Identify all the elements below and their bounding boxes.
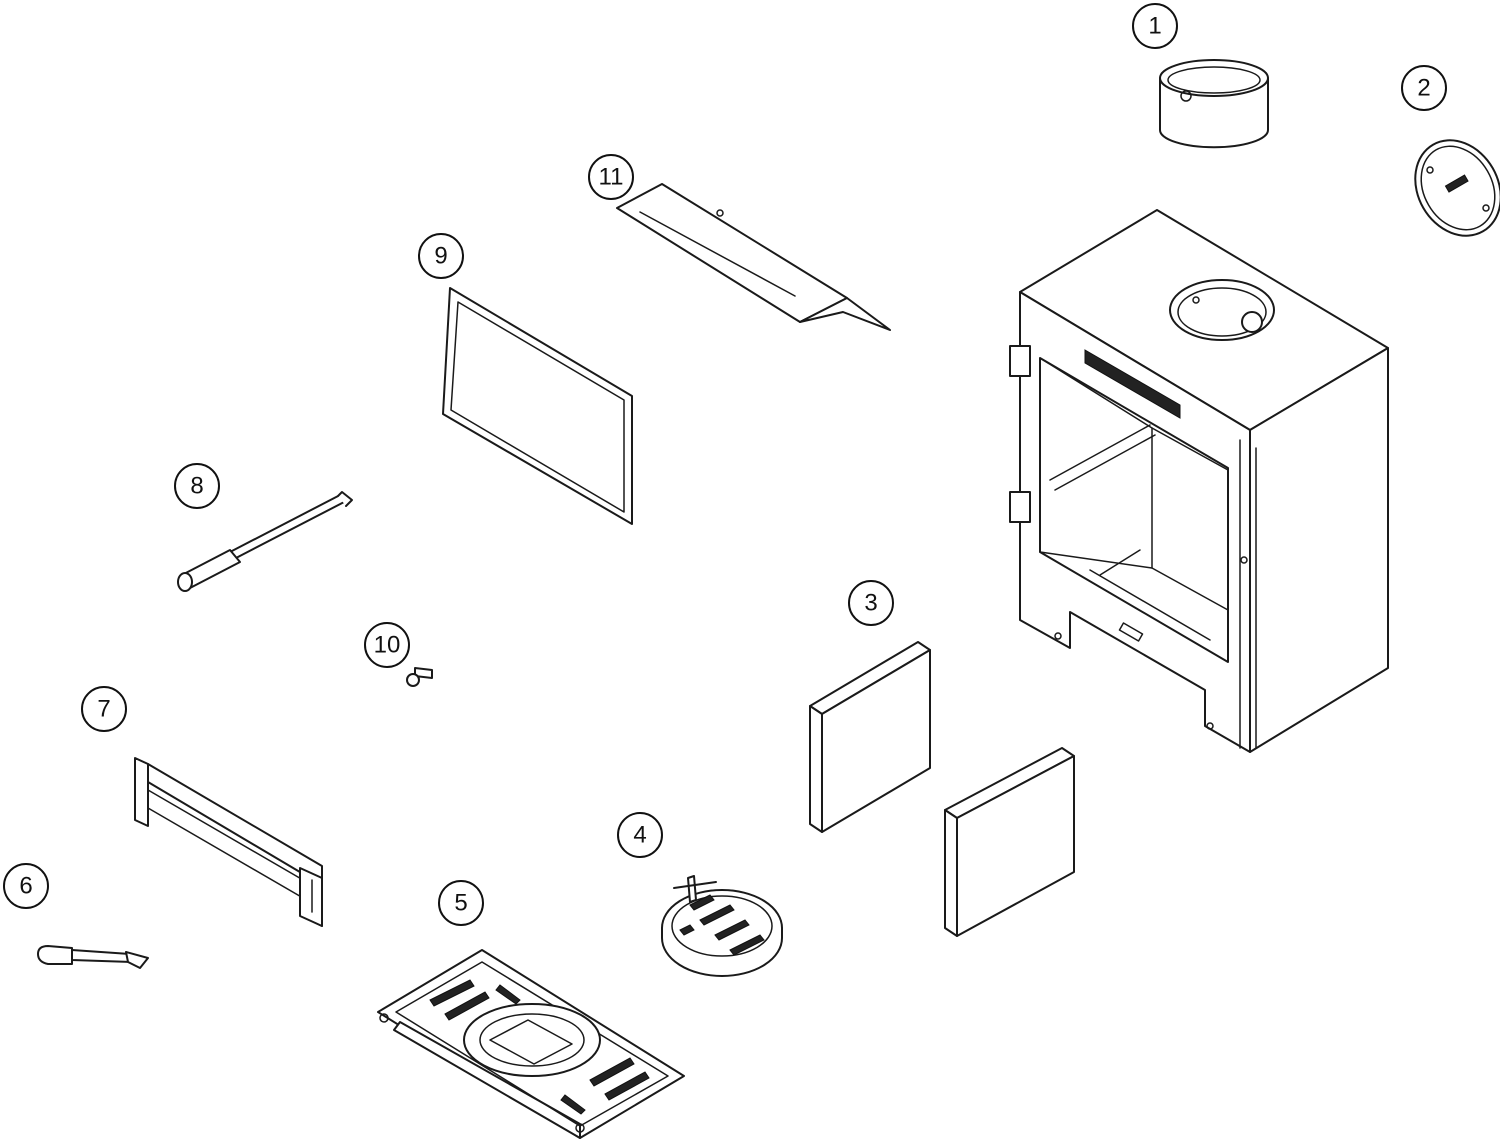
callout-7-label: 7 <box>97 696 110 723</box>
part-5-grate-base <box>377 949 685 1139</box>
callout-1: 1 <box>1132 3 1178 49</box>
part-7-log-guard <box>134 757 323 927</box>
part-10-screw <box>406 667 433 687</box>
part-11-baffle <box>616 183 891 331</box>
callout-10: 10 <box>364 622 410 668</box>
callout-2: 2 <box>1401 65 1447 111</box>
callout-4-label: 4 <box>633 822 646 849</box>
callout-6: 6 <box>3 863 49 909</box>
callout-1-label: 1 <box>1148 13 1161 40</box>
callout-2-label: 2 <box>1417 75 1430 102</box>
callout-4: 4 <box>617 812 663 858</box>
part-6-operating-tool <box>37 945 149 969</box>
callout-9: 9 <box>418 233 464 279</box>
callout-3-label: 3 <box>864 590 877 617</box>
callout-5-label: 5 <box>454 890 467 917</box>
callout-9-label: 9 <box>434 243 447 270</box>
callout-11-label: 11 <box>599 164 624 191</box>
callout-6-label: 6 <box>19 873 32 900</box>
callout-10-label: 10 <box>374 632 401 659</box>
part-3-firebricks <box>809 641 1075 937</box>
callout-11: 11 <box>588 154 634 200</box>
part-8-poker-tool <box>177 491 353 592</box>
callout-3: 3 <box>848 580 894 626</box>
part-2-blanking-plate <box>1414 139 1500 237</box>
part-1-flue-collar <box>1159 59 1269 149</box>
part-9-door-seal <box>442 287 633 525</box>
callout-7: 7 <box>81 686 127 732</box>
callout-8-label: 8 <box>190 473 203 500</box>
callout-5: 5 <box>438 880 484 926</box>
part-4-round-grate <box>661 875 783 977</box>
callout-8: 8 <box>174 463 220 509</box>
stove-body <box>1009 209 1389 753</box>
